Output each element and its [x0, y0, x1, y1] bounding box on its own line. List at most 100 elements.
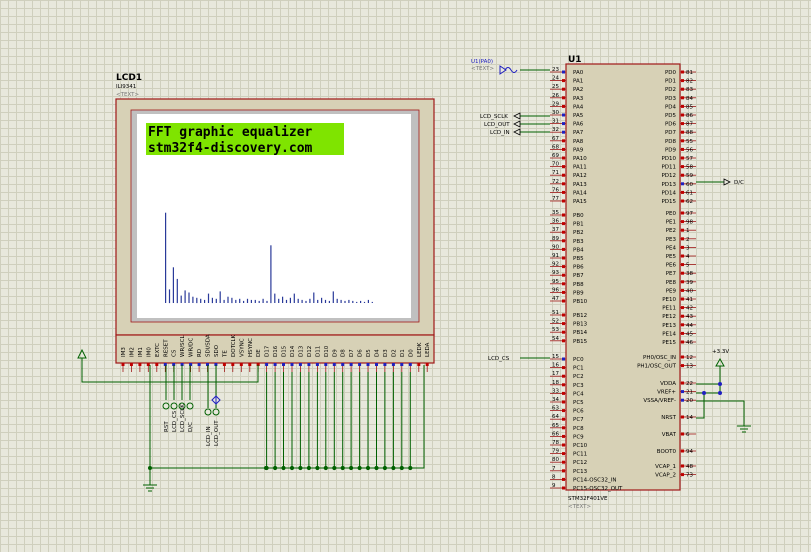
- net-label-u1pa0: U1(PA0): [471, 59, 493, 65]
- spectrum-bar: [227, 296, 229, 303]
- spectrum-bar: [367, 299, 369, 303]
- mcu-pin-marker: [562, 190, 565, 194]
- lcd-pin-marker: [129, 363, 133, 366]
- mcu-pin-name: PE10: [662, 297, 676, 303]
- mcu-pin-name: PE11: [662, 306, 676, 312]
- mcu-pin-name: PD13: [661, 182, 676, 188]
- lcd-pin-label: EXTC: [155, 343, 161, 357]
- mcu-pin-name: PB9: [573, 290, 584, 296]
- lcd-pin-label: D11: [315, 346, 321, 357]
- lcd-net-label: D/C: [188, 422, 194, 432]
- mcu-pin-name: PE6: [666, 263, 677, 269]
- mcu-pin-marker: [562, 182, 565, 186]
- net-label-dc: D/C: [734, 180, 744, 186]
- mcu-pin-name: PH0/OSC_IN: [643, 355, 676, 361]
- bus-junction: [374, 465, 379, 471]
- mcu-pin-name: PA12: [573, 173, 587, 179]
- lcd-pin-label: D9: [332, 349, 338, 357]
- bus-junction: [273, 465, 278, 471]
- mcu-pin-number: 46: [686, 340, 693, 346]
- mcu-pin-marker: [681, 331, 684, 335]
- mcu-pin-name: VSSA/VREF-: [643, 398, 676, 404]
- mcu-pin-name: PC1: [573, 366, 584, 372]
- lcd-net-label: LCD_CS: [172, 410, 178, 432]
- mcu-pin-name: PA2: [573, 87, 583, 93]
- spectrum-bar: [274, 293, 276, 303]
- mcu-pin-number: 38: [686, 271, 693, 277]
- mcu-pin-marker: [681, 254, 684, 258]
- spectrum-bar: [266, 300, 268, 303]
- mcu-pin-marker: [681, 449, 684, 453]
- probe-diamond-icon[interactable]: [211, 395, 221, 405]
- net-label-lcd-in: LCD_IN: [490, 130, 510, 136]
- mcu-pin-name: BOOT0: [657, 449, 677, 455]
- mcu-ground-icon: [737, 425, 751, 433]
- spectrum-bar: [188, 292, 190, 303]
- mcu-pin-number: 48: [686, 464, 693, 470]
- mcu-pin-marker: [562, 417, 565, 421]
- spectrum-bar: [192, 296, 194, 303]
- mcu-pin-marker: [681, 182, 684, 186]
- lcd-net-label: RST: [164, 421, 170, 432]
- lcd-wiring[interactable]: [81, 358, 425, 485]
- mcu-pin-number: 98: [686, 220, 693, 226]
- lcd-pin-label: D6: [358, 349, 364, 357]
- mcu-pin-name: PA4: [573, 104, 584, 110]
- mcu-pin-number: 94: [686, 449, 693, 455]
- spectrum-bar: [207, 293, 210, 303]
- spectrum-bar: [324, 299, 327, 303]
- mcu-pin-marker: [681, 314, 684, 318]
- mcu-pin-marker: [562, 147, 565, 151]
- lcd-pin-marker: [146, 363, 150, 366]
- mcu-pin-name: PE13: [662, 323, 676, 329]
- mcu-pin-marker: [681, 271, 684, 275]
- mcu-pin-name: PA6: [573, 122, 584, 128]
- spectrum-bar: [282, 296, 284, 303]
- mcu-pin-number: 97: [686, 211, 693, 217]
- mcu-pin-marker: [681, 79, 684, 83]
- spectrum-bar: [371, 301, 373, 303]
- net-label-3v3: +3.3V: [712, 349, 729, 355]
- mcu-pin-marker: [681, 228, 684, 232]
- bus-junction: [281, 465, 286, 471]
- lcd-pin-marker: [121, 363, 125, 366]
- lcd-pin-label: LEDK: [417, 342, 423, 357]
- spectrum-bar: [196, 297, 198, 304]
- spectrum-bar: [317, 299, 319, 303]
- mcu-pin-name: PE3: [666, 237, 677, 243]
- spectrum-bar: [246, 298, 249, 303]
- mcu-pin-marker: [681, 263, 684, 267]
- mcu-pin-number: 45: [686, 331, 693, 337]
- signal-generator-icon[interactable]: [499, 65, 518, 75]
- mcu-pin-name: PA5: [573, 113, 584, 119]
- lcd-pin-marker: [231, 363, 235, 366]
- mcu-pin-marker: [562, 469, 565, 473]
- mcu-pin-number: 16: [552, 363, 559, 369]
- mcu-pin-marker: [562, 299, 565, 303]
- mcu-pin-number: 52: [552, 319, 559, 325]
- lcd-pin-label: SDI/SDA: [206, 334, 212, 357]
- mcu-pin-name: VCAP_2: [655, 473, 676, 479]
- mcu-pin-name: PC5: [573, 400, 584, 406]
- lcd-component[interactable]: LCD1 ILI9341 <TEXT> FFT graphic equalize…: [115, 73, 435, 372]
- mcu-pin-name: PA15: [573, 199, 587, 205]
- mcu-pin-name: PH1/OSC_OUT: [637, 364, 677, 370]
- mcu-pin-name: PB14: [573, 330, 588, 336]
- mcu-pin-name: PA8: [573, 139, 584, 145]
- mcu-pin-marker: [562, 486, 565, 490]
- lcd-pin-marker: [214, 363, 218, 366]
- lcd-pin-label: D15: [282, 345, 288, 357]
- lcd-pin-marker: [400, 363, 404, 366]
- mcu-pin-number: 6: [686, 432, 690, 438]
- spectrum-bar: [348, 299, 350, 303]
- mcu-pin-marker: [562, 256, 565, 260]
- ground-icon: [143, 484, 157, 492]
- lcd-pin-label: IM3: [121, 347, 127, 357]
- lcd-pin-marker: [163, 363, 167, 366]
- mcu-pin-marker: [681, 323, 684, 327]
- lcd-net-label: LCD_IN: [206, 426, 212, 446]
- lcd-pin-marker: [248, 363, 252, 366]
